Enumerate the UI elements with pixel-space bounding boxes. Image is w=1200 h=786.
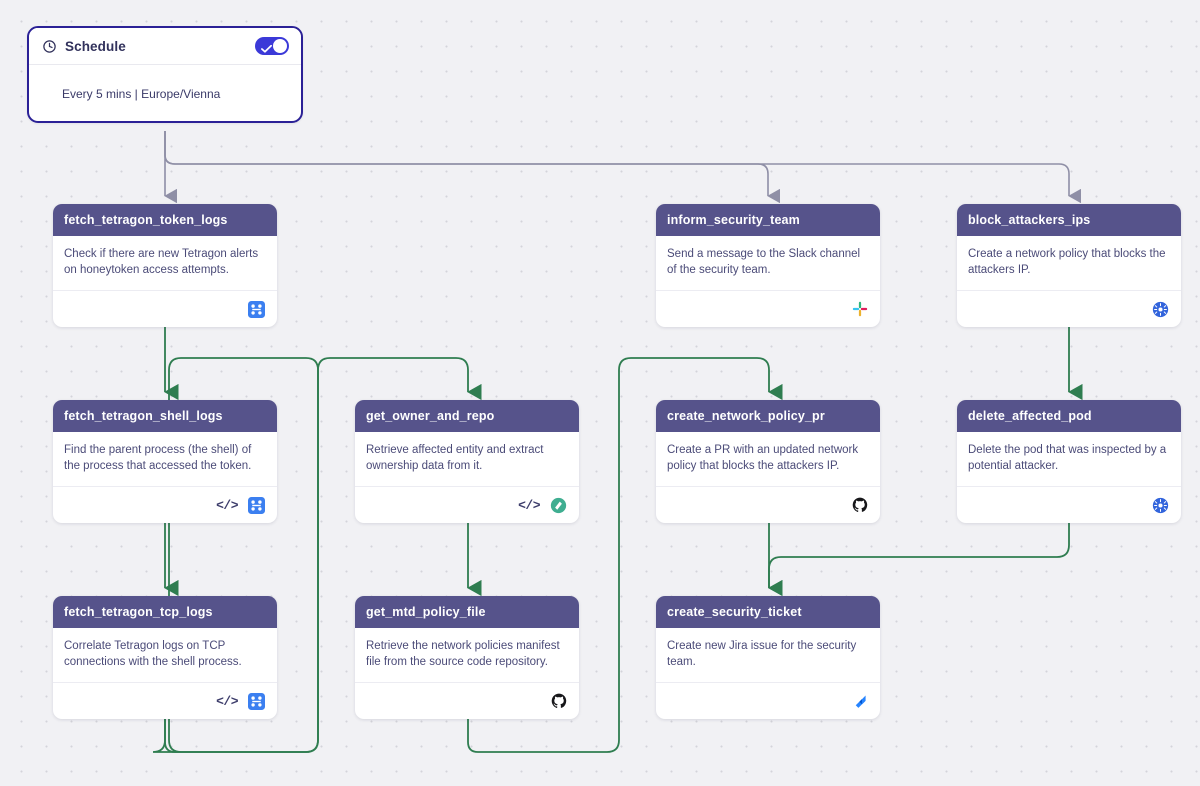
node-title: create_security_ticket [656, 596, 880, 628]
node-footer: </> [53, 682, 277, 719]
workflow-node-fetch_tetragon_shell_logs[interactable]: fetch_tetragon_shell_logs Find the paren… [53, 400, 277, 523]
node-title: create_network_policy_pr [656, 400, 880, 432]
clock-icon [42, 39, 57, 54]
workflow-node-inform_security_team[interactable]: inform_security_team Send a message to t… [656, 204, 880, 327]
node-title: fetch_tetragon_token_logs [53, 204, 277, 236]
kubernetes-grid-icon[interactable] [248, 496, 265, 514]
node-footer: </> [53, 486, 277, 523]
workflow-node-get_mtd_policy_file[interactable]: get_mtd_policy_file Retrieve the network… [355, 596, 579, 719]
node-description: Retrieve the network policies manifest f… [366, 640, 560, 668]
teal-circle-icon[interactable] [550, 497, 567, 514]
toggle-knob [273, 39, 287, 53]
trigger-header: Schedule [29, 28, 301, 65]
kubernetes-icon[interactable] [1152, 301, 1169, 318]
trigger-title: Schedule [65, 38, 126, 54]
jira-icon[interactable] [851, 693, 868, 710]
node-title: fetch_tetragon_tcp_logs [53, 596, 277, 628]
trigger-detail: Every 5 mins | Europe/Vienna [62, 87, 221, 101]
node-title: delete_affected_pod [957, 400, 1181, 432]
node-title: block_attackers_ips [957, 204, 1181, 236]
node-footer [656, 290, 880, 327]
node-description: Find the parent process (the shell) of t… [64, 444, 252, 472]
github-icon[interactable] [550, 693, 567, 710]
code-icon[interactable]: </> [518, 497, 540, 513]
node-footer [53, 290, 277, 327]
check-icon [261, 41, 272, 59]
node-title: get_mtd_policy_file [355, 596, 579, 628]
schedule-enabled-toggle[interactable] [255, 37, 289, 55]
trigger-node-schedule[interactable]: Schedule Every 5 mins | Europe/Vienna [27, 26, 303, 123]
node-title: fetch_tetragon_shell_logs [53, 400, 277, 432]
kubernetes-icon[interactable] [1152, 497, 1169, 514]
action-edges [152, 324, 1083, 753]
kubernetes-grid-icon[interactable] [248, 692, 265, 710]
trigger-edges [164, 131, 1081, 204]
slack-icon[interactable] [851, 301, 868, 318]
node-description: Delete the pod that was inspected by a p… [968, 444, 1167, 472]
code-icon[interactable]: </> [216, 497, 238, 513]
node-description: Create a network policy that blocks the … [968, 248, 1166, 276]
node-description: Send a message to the Slack channel of t… [667, 248, 861, 276]
workflow-node-block_attackers_ips[interactable]: block_attackers_ips Create a network pol… [957, 204, 1181, 327]
workflow-node-delete_affected_pod[interactable]: delete_affected_pod Delete the pod that … [957, 400, 1181, 523]
workflow-node-fetch_tetragon_token_logs[interactable]: fetch_tetragon_token_logs Check if there… [53, 204, 277, 327]
node-description: Check if there are new Tetragon alerts o… [64, 248, 259, 276]
node-description: Create new Jira issue for the security t… [667, 640, 857, 668]
workflow-node-create_network_policy_pr[interactable]: create_network_policy_pr Create a PR wit… [656, 400, 880, 523]
kubernetes-grid-icon[interactable] [248, 300, 265, 318]
workflow-node-get_owner_and_repo[interactable]: get_owner_and_repo Retrieve affected ent… [355, 400, 579, 523]
node-footer [656, 486, 880, 523]
node-description: Correlate Tetragon logs on TCP connectio… [64, 640, 242, 668]
node-description: Retrieve affected entity and extract own… [366, 444, 544, 472]
node-footer [957, 486, 1181, 523]
node-footer: </> [355, 486, 579, 523]
node-title: get_owner_and_repo [355, 400, 579, 432]
code-icon[interactable]: </> [216, 693, 238, 709]
workflow-node-create_security_ticket[interactable]: create_security_ticket Create new Jira i… [656, 596, 880, 719]
node-description: Create a PR with an updated network poli… [667, 444, 859, 472]
node-footer [656, 682, 880, 719]
node-footer [957, 290, 1181, 327]
workflow-node-fetch_tetragon_tcp_logs[interactable]: fetch_tetragon_tcp_logs Correlate Tetrag… [53, 596, 277, 719]
github-icon[interactable] [851, 497, 868, 514]
node-footer [355, 682, 579, 719]
node-title: inform_security_team [656, 204, 880, 236]
